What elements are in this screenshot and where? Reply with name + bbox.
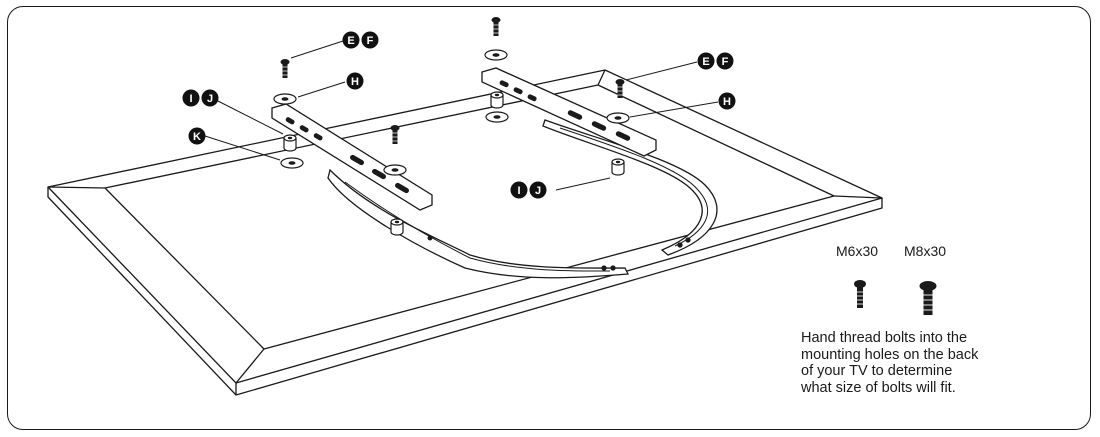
svg-text:E: E [347,35,354,47]
svg-text:I: I [189,93,192,105]
svg-text:F: F [367,35,374,47]
callout-k: K [188,127,206,145]
callout-ij-left: I J [182,89,219,107]
callout-h-right: H [718,92,736,110]
instruction-text: Hand thread bolts into the mounting hole… [801,330,1031,396]
bolt-m6-icon [854,280,866,308]
svg-text:E: E [702,56,709,68]
bracket-arm-right [542,119,718,256]
svg-text:J: J [535,185,541,197]
tv-back-panel [47,69,883,396]
mounting-strap-right [481,67,657,157]
diagram-frame [7,6,1091,430]
mounting-strap-left [271,103,433,211]
instruction-line: Hand thread bolts into the [801,330,968,346]
bolt-m8-icon [919,281,937,315]
callout-h-left: H [346,72,364,90]
callout-ef-left: E F [342,31,379,49]
bolt-m8-label: M8x30 [904,243,947,259]
instruction-line: mounting holes on the back [801,346,979,363]
callout-ij-center: I J [510,181,547,199]
bolt-m6-label: M6x30 [836,243,879,259]
instruction-line: what size of bolts will fit. [801,379,956,396]
leader-lines [204,40,719,191]
svg-text:J: J [207,93,213,105]
svg-text:K: K [193,131,201,143]
svg-text:H: H [723,96,731,108]
svg-text:I: I [517,185,520,197]
bracket-arm-left [327,168,630,279]
callout-ef-right: E F [697,52,734,70]
svg-text:F: F [722,56,729,68]
svg-text:H: H [351,76,359,88]
instruction-line: of your TV to determine [801,363,953,379]
